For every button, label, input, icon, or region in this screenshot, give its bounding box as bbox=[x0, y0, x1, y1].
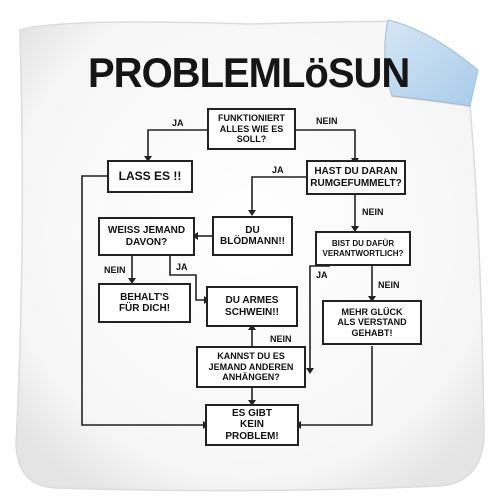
label-ja-weiss: JA bbox=[176, 262, 188, 272]
box-kannst-du: KANNST DU ES JEMAND ANDEREN ANHÄNGEN? bbox=[196, 346, 306, 388]
label-ja-bist-du: JA bbox=[316, 270, 328, 280]
box-es-gibt: ES GIBT KEIN PROBLEM! bbox=[205, 404, 299, 446]
box-mehr-glueck: MEHR GLÜCK ALS VERSTAND GEHABT! bbox=[322, 300, 422, 345]
label-nein-weiss: NEIN bbox=[104, 265, 126, 275]
box-weiss-jemand: WEISS JEMAND DAVON? bbox=[98, 217, 195, 256]
pillow-corner-fold bbox=[384, 19, 479, 107]
box-bist-du: BIST DU DAFÜR VERANTWORTLICH? bbox=[315, 231, 411, 266]
box-lass-es: LASS ES !! bbox=[107, 160, 193, 193]
box-du-bloedmann: DU BLÖDMANN!! bbox=[212, 216, 293, 256]
box-behalts: BEHALT'S FÜR DICH! bbox=[98, 283, 191, 323]
label-ja-funktioniert: JA bbox=[172, 118, 184, 128]
label-nein-bist-du: NEIN bbox=[378, 280, 400, 290]
label-nein-kannst: NEIN bbox=[270, 334, 292, 344]
label-ja-hast-du: JA bbox=[272, 165, 284, 175]
fold-shadow bbox=[391, 95, 471, 107]
box-du-armes: DU ARMES SCHWEIN!! bbox=[206, 286, 298, 327]
flowchart-connectors bbox=[81, 129, 373, 426]
label-nein-funktioniert: NEIN bbox=[316, 116, 338, 126]
title-heading: PROBLEMLöSUN bbox=[88, 50, 410, 97]
box-funktioniert: FUNKTIONIERT ALLES WIE ES SOLL? bbox=[207, 108, 296, 150]
label-nein-hast-du: NEIN bbox=[362, 207, 384, 217]
box-hast-du: HAST DU DARAN RUMGEFUMMELT? bbox=[306, 160, 406, 195]
